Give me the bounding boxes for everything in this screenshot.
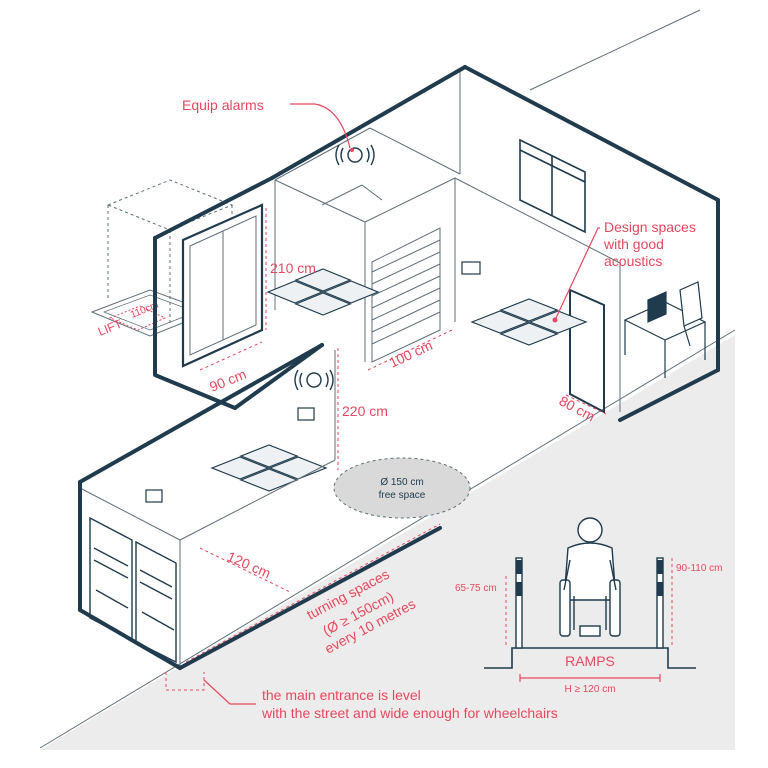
floor-tiles-a: [266, 268, 380, 316]
entrance-label-2: with the street and wide enough for whee…: [261, 705, 558, 721]
ground-plane: [40, 335, 735, 750]
floor-tiles-b: [470, 298, 588, 346]
alarm-icon: [335, 144, 375, 166]
floor-tiles-c: [210, 444, 328, 492]
acoustics-label-2: with good: [603, 236, 664, 252]
alarms-label: Equip alarms: [182, 97, 264, 113]
alarm-leader: [290, 103, 351, 149]
wheelchair-user-icon: [559, 517, 621, 637]
turning-circle-label: Ø 150 cm: [380, 477, 423, 488]
street-edge: [39, 329, 736, 749]
ramp-width-label: H ≥ 120 cm: [564, 684, 615, 695]
acoustics-leader: [555, 227, 600, 319]
acoustics-label-3: acoustics: [604, 253, 662, 269]
left-handrail: [515, 557, 523, 649]
entrance-doors: [89, 516, 177, 664]
entrance-leader: [165, 672, 205, 691]
door-width-dim: [199, 341, 263, 371]
corridor-width-label: 100 cm: [387, 337, 435, 371]
room-door: [569, 288, 605, 414]
window: [519, 138, 586, 234]
alarm-icon-lower: [294, 369, 334, 391]
entrance-depth-dim: [199, 547, 291, 593]
lift-label: LIFT: [96, 316, 125, 338]
door-height-label: 210 cm: [270, 260, 316, 276]
building-outline: [78, 65, 720, 670]
staircase: [371, 227, 441, 363]
right-rail-height-label: 90-110 cm: [676, 563, 723, 574]
office-desk: [623, 281, 707, 378]
acoustics-label-1: Design spaces: [604, 219, 696, 235]
ramp-section: RAMPS 65-75 cm 90-110 cm H ≥ 120 cm: [455, 517, 723, 695]
left-rail-height-label: 65-75 cm: [455, 583, 497, 594]
room-door-dim: [565, 394, 607, 415]
turning-spacing-dim: [185, 523, 441, 663]
entrance-depth-label: 120 cm: [225, 548, 273, 581]
ramp-profile: [484, 647, 696, 669]
back-wall-line: [529, 9, 701, 91]
turning-circle: [333, 457, 471, 519]
entrance-label-1: the main entrance is level: [262, 687, 421, 703]
ramps-title: RAMPS: [565, 653, 615, 669]
ceiling-height-label: 220 cm: [342, 403, 388, 419]
right-handrail: [656, 557, 664, 649]
turning-circle-sublabel: free space: [379, 490, 426, 501]
lower-corridor: [79, 350, 336, 668]
wall-sockets: [145, 261, 481, 503]
